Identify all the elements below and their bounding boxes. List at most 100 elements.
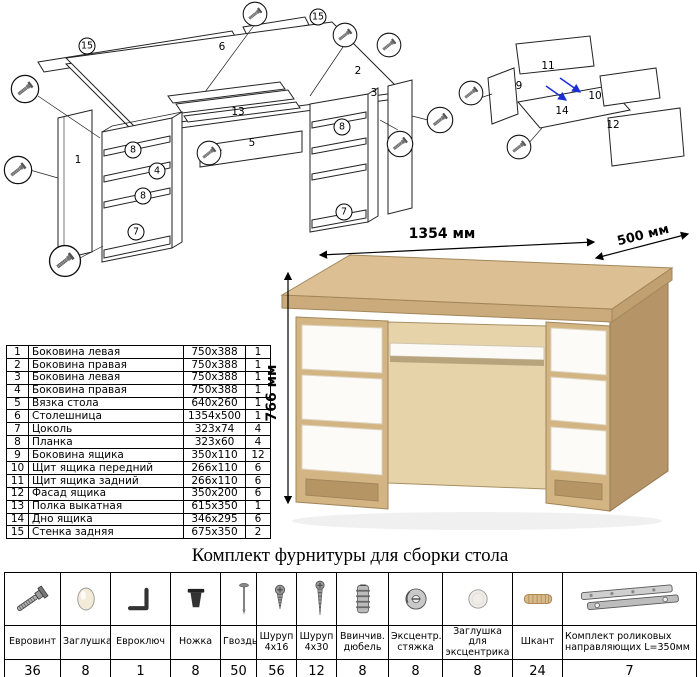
parts-cell-num: 6 (6, 409, 29, 424)
screw-callout-icon (506, 134, 532, 160)
parts-cell-size: 675x350 (183, 525, 246, 540)
screw-callout-icon (3, 155, 33, 185)
desk-body (280, 254, 674, 530)
parts-cell-qty: 1 (245, 345, 271, 359)
part-number-label: 8 (134, 187, 152, 205)
part-number-label: 10 (588, 89, 602, 102)
hardware-qty: 36 (4, 659, 61, 677)
drawer-front (301, 424, 383, 476)
parts-cell-name: Боковина левая (28, 370, 184, 385)
plinth (554, 479, 603, 501)
drawer-front (550, 327, 607, 376)
hardware-qty: 12 (296, 659, 337, 677)
part-number-label: 15 (78, 37, 96, 55)
hardware-qty: 8 (442, 659, 513, 677)
part-number-label: 2 (354, 64, 362, 77)
parts-cell-size: 640x260 (183, 396, 246, 411)
parts-cell-num: 5 (6, 396, 29, 411)
pullout-shelf-part (175, 89, 295, 114)
hardware-qty: 56 (256, 659, 297, 677)
drawer-front-part (599, 67, 661, 107)
hardware-qty: 7 (562, 659, 697, 677)
parts-cell-name: Боковина правая (28, 357, 184, 372)
parts-cell-name: Боковина правая (28, 383, 184, 398)
parts-cell-name: Щит ящика задний (28, 473, 184, 488)
drawer-facade-part (607, 107, 685, 167)
eccentric-cap-icon (442, 572, 513, 626)
part-number-label: 5 (248, 136, 256, 149)
screw-callout-icon (196, 140, 222, 166)
part-number-label: 8 (333, 118, 351, 136)
screw-callout-icon (386, 130, 414, 158)
part-number-label: 14 (555, 104, 569, 117)
hardware-name: Заглушка для эксцентрика (442, 624, 513, 661)
parts-cell-size: 323x74 (183, 422, 246, 437)
parts-cell-num: 4 (6, 383, 29, 398)
screw-callout-icon (376, 32, 402, 58)
parts-cell-size: 1354x500 (183, 409, 246, 424)
hardware-icons-row (4, 572, 697, 626)
parts-cell-name: Дно ящика (28, 512, 184, 527)
parts-cell-size: 750x388 (183, 345, 246, 359)
hardware-qty: 8 (60, 659, 111, 677)
hardware-name: Шуруп 4х30 (296, 624, 337, 661)
plinth (305, 478, 379, 502)
part-number-label: 4 (148, 162, 166, 180)
screw-callout-icon (332, 22, 358, 48)
parts-cell-size: 346x295 (183, 512, 246, 527)
part-number-label: 13 (231, 105, 245, 118)
drawer-side-part (487, 67, 519, 125)
screw-callout-icon (426, 106, 454, 134)
width-dimension-label: 1354 мм (409, 226, 476, 242)
parts-cell-name: Цоколь (28, 422, 184, 437)
parts-cell-num: 11 (6, 473, 29, 488)
part-number-label: 9 (515, 79, 523, 92)
hardware-qty: 8 (170, 659, 221, 677)
leg-icon (170, 572, 221, 626)
hardware-name: Ввинчив. дюбель (336, 624, 389, 661)
width-dim-arrow (318, 238, 596, 259)
part-number-label: 15 (309, 8, 327, 26)
hardware-name: Евроключ (110, 624, 171, 661)
parts-cell-num: 12 (6, 486, 29, 501)
parts-cell-size: 266x110 (183, 461, 246, 475)
wood-dowel-icon (512, 572, 563, 626)
parts-cell-size: 750x388 (183, 357, 246, 372)
parts-cell-num: 8 (6, 435, 29, 450)
parts-cell-size: 615x350 (183, 499, 246, 514)
drawer-front (550, 426, 607, 476)
part-number-label: 7 (127, 223, 145, 241)
depth-dim-arrow (594, 231, 690, 261)
parts-cell-num: 1 (6, 345, 29, 359)
screw-callout-icon (242, 1, 268, 27)
parts-cell-name: Фасад ящика (28, 486, 184, 501)
screw-callout-icon (48, 244, 82, 278)
hardware-name: Комплект роликовых направляющих L=350мм (562, 624, 697, 661)
hardware-qty: 50 (220, 659, 257, 677)
parts-cell-num: 15 (6, 525, 29, 540)
parts-cell-name: Боковина левая (28, 345, 184, 359)
hardware-qty: 8 (388, 659, 443, 677)
parts-cell-num: 3 (6, 370, 29, 385)
part-number-label: 1 (74, 153, 82, 166)
part-number-label: 11 (541, 59, 555, 72)
exploded-diagram-drawer-art (458, 35, 685, 167)
drawer-back-part (515, 35, 595, 75)
